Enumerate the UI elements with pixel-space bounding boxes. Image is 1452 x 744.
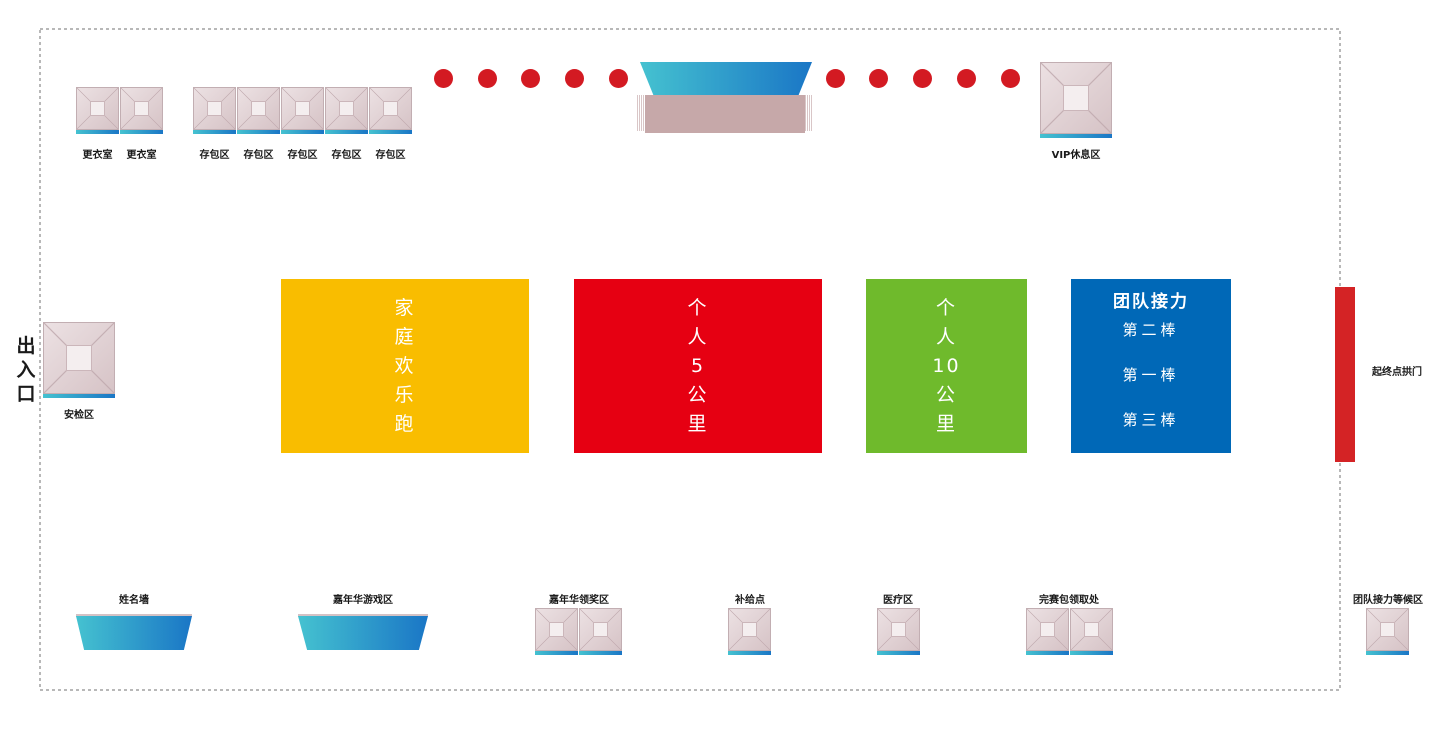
relay-waiting-label: 团队接力等候区 (1353, 595, 1423, 606)
individual-10k-char-4: 公 (935, 383, 957, 406)
bag-storage-tent-3 (281, 87, 324, 134)
supply-point-tent (728, 608, 771, 655)
name-wall-structure (76, 616, 192, 650)
bag-storage-label-2: 存包区 (243, 150, 274, 161)
barrier-dot (826, 69, 845, 88)
family-run-char-3: 欢 (394, 354, 416, 377)
barrier-dot (609, 69, 628, 88)
individual-10k-zone: 个 人 10 公 里 (866, 279, 1027, 453)
team-relay-zone: 团队接力 第二棒 第一棒 第三棒 (1071, 279, 1231, 453)
family-run-char-1: 家 (394, 296, 416, 319)
individual-5k-char-1: 个 (687, 296, 709, 319)
team-relay-title: 团队接力 (1113, 292, 1189, 312)
bag-storage-tent-4 (325, 87, 368, 134)
main-stage-screen (640, 62, 812, 96)
bag-storage-tent-1 (193, 87, 236, 134)
individual-5k-char-4: 公 (687, 383, 709, 406)
changing-room-tent-2 (120, 87, 163, 134)
barrier-dot (957, 69, 976, 88)
finisher-pack-tent-1 (1026, 608, 1069, 655)
start-finish-arch-label: 起终点拱门 (1372, 367, 1422, 378)
finisher-pack-tent-2 (1070, 608, 1113, 655)
bag-storage-label-5: 存包区 (375, 150, 406, 161)
changing-room-label-1: 更衣室 (82, 150, 113, 161)
individual-5k-char-5: 里 (687, 412, 709, 435)
relay-waiting-tent (1366, 608, 1409, 655)
start-finish-arch (1335, 287, 1355, 462)
security-label: 安检区 (64, 410, 94, 421)
individual-5k-char-2: 人 (687, 325, 709, 348)
barrier-dot (869, 69, 888, 88)
carnival-games-top (298, 614, 428, 617)
supply-point-label: 补给点 (735, 595, 765, 606)
team-relay-leg-3: 第三棒 (1122, 411, 1180, 429)
bag-storage-tent-2 (237, 87, 280, 134)
security-tent (43, 322, 115, 398)
main-stage-steps-left (637, 95, 645, 131)
carnival-games-label: 嘉年华游戏区 (333, 595, 393, 606)
medical-tent (877, 608, 920, 655)
individual-10k-char-2: 人 (935, 325, 957, 348)
family-run-char-5: 跑 (394, 412, 416, 435)
team-relay-leg-1: 第一棒 (1122, 366, 1180, 384)
family-run-char-2: 庭 (394, 325, 416, 348)
carnival-games-structure (298, 616, 428, 650)
individual-10k-char-1: 个 (935, 296, 957, 319)
individual-10k-char-3: 10 (932, 354, 961, 377)
barrier-dot (434, 69, 453, 88)
finisher-pack-label: 完赛包领取处 (1039, 595, 1099, 606)
medical-label: 医疗区 (883, 595, 913, 606)
barrier-dot (478, 69, 497, 88)
bag-storage-label-4: 存包区 (331, 150, 362, 161)
carnival-prizes-tent-2 (579, 608, 622, 655)
individual-5k-char-3: 5 (690, 354, 706, 377)
carnival-prizes-tent-1 (535, 608, 578, 655)
changing-room-tent-1 (76, 87, 119, 134)
bag-storage-label-1: 存包区 (199, 150, 230, 161)
family-run-zone: 家 庭 欢 乐 跑 (281, 279, 529, 453)
name-wall-top (76, 614, 192, 617)
individual-10k-char-5: 里 (935, 412, 957, 435)
vip-tent (1040, 62, 1112, 138)
main-stage-steps-right (805, 95, 813, 131)
main-stage-platform (645, 95, 805, 133)
barrier-dot (565, 69, 584, 88)
bag-storage-label-3: 存包区 (287, 150, 318, 161)
team-relay-leg-2: 第二棒 (1122, 321, 1180, 339)
barrier-dot (913, 69, 932, 88)
changing-room-label-2: 更衣室 (126, 150, 157, 161)
bag-storage-tent-5 (369, 87, 412, 134)
individual-5k-zone: 个 人 5 公 里 (574, 279, 822, 453)
barrier-dot (521, 69, 540, 88)
name-wall-label: 姓名墙 (119, 595, 149, 606)
carnival-prizes-label: 嘉年华领奖区 (549, 595, 609, 606)
vip-label: VIP休息区 (1051, 150, 1101, 161)
entrance-label: 出入口 (16, 335, 36, 405)
family-run-char-4: 乐 (394, 383, 416, 406)
barrier-dot (1001, 69, 1020, 88)
